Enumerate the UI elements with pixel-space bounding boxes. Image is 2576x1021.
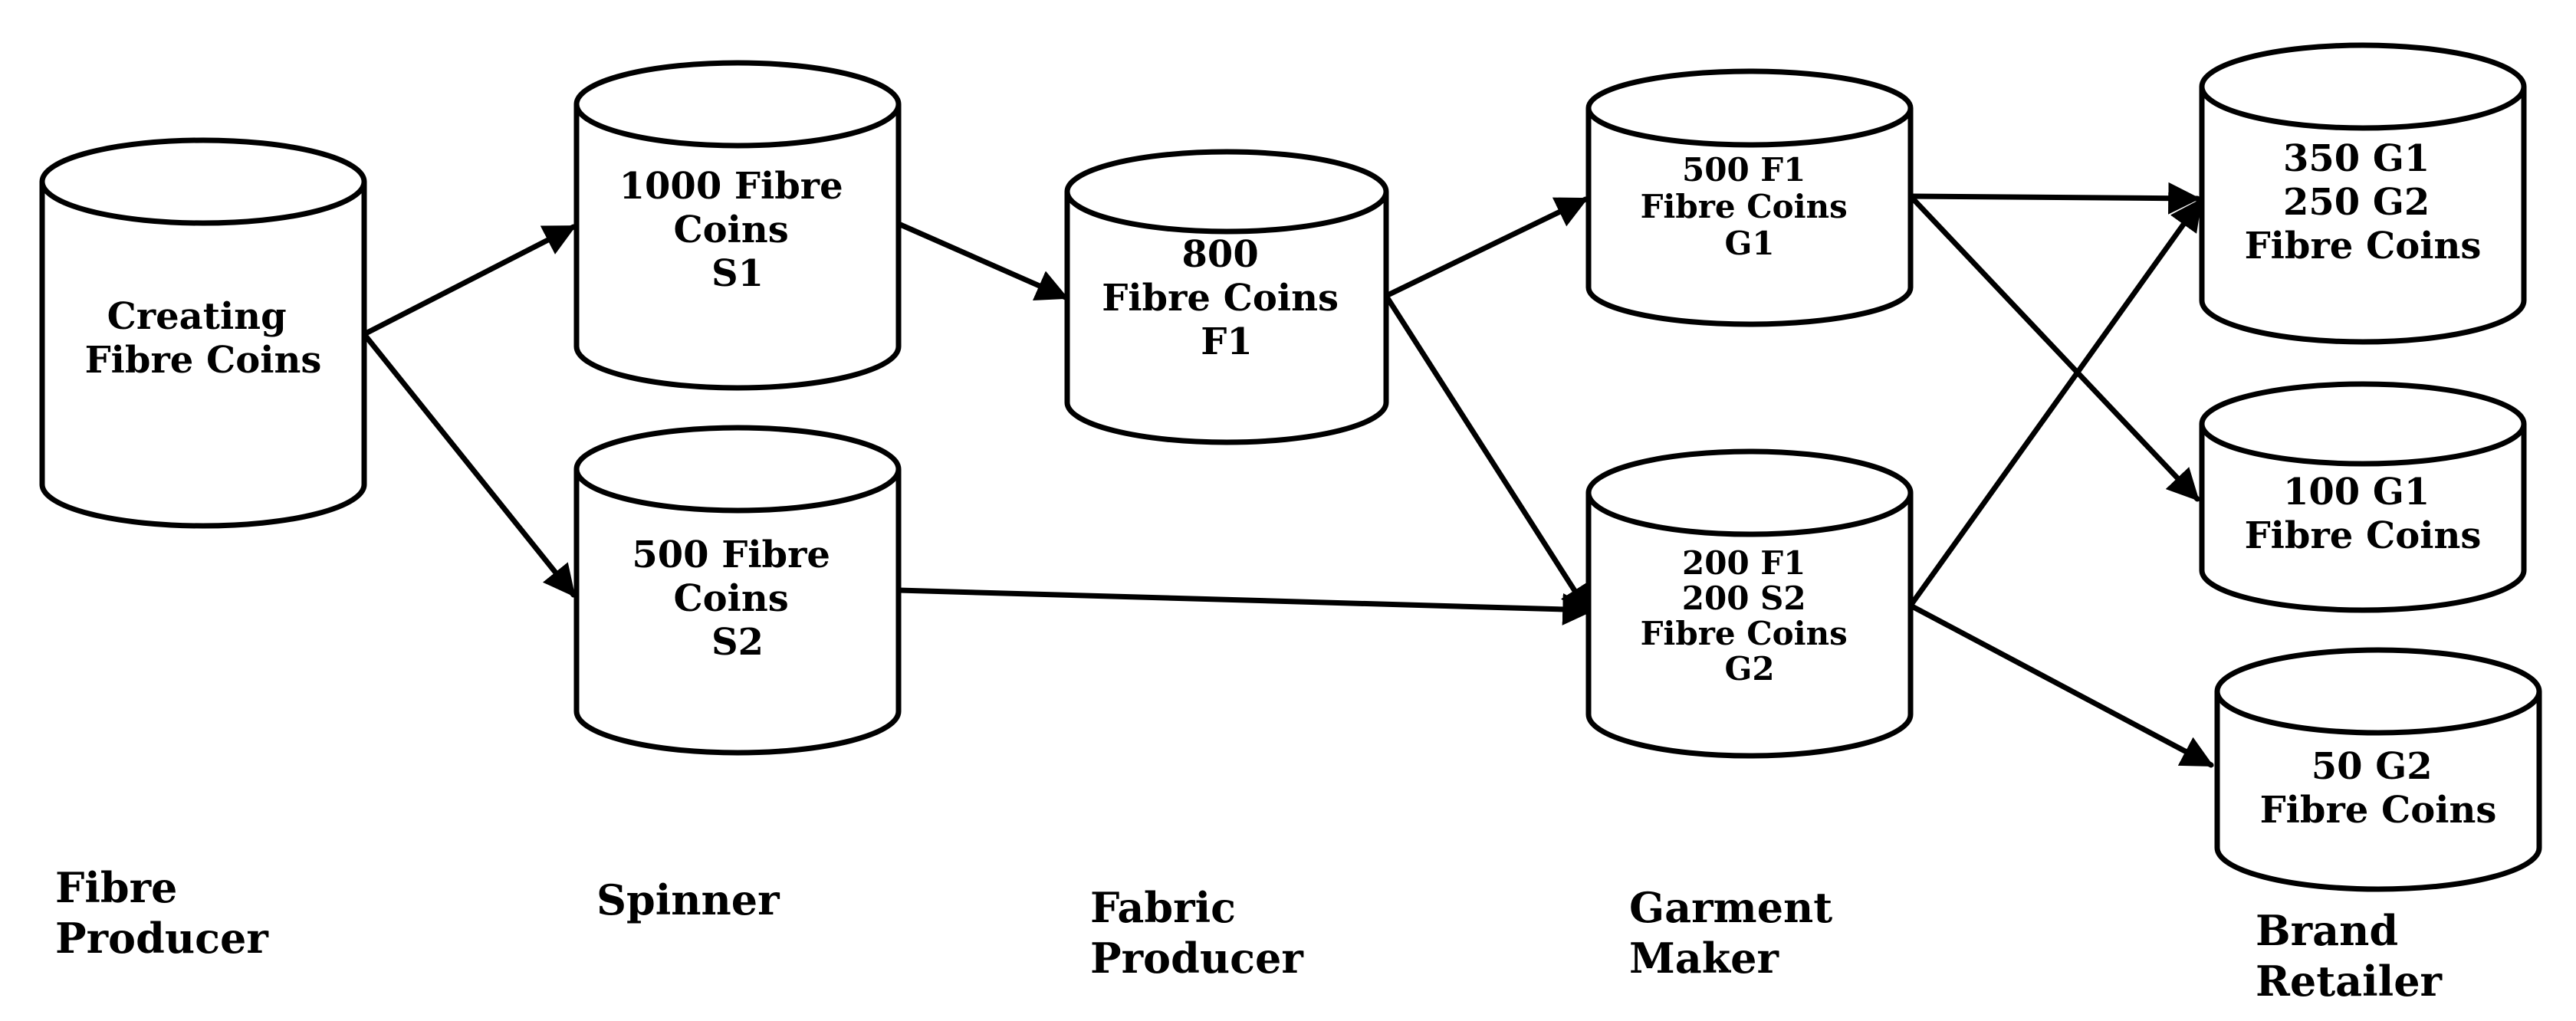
stage-label-line: Maker [1629, 934, 1779, 983]
node-fibre-producer: Creating Fibre Coins [39, 137, 367, 529]
cylinder-top [573, 60, 902, 149]
arrow-garment-g1-to-retailer-2 [1907, 193, 2200, 502]
node-label-line: F1 [1201, 320, 1252, 363]
node-label-line: G1 [1724, 225, 1774, 262]
edges-layer [361, 182, 2214, 768]
node-label-line: Fibre Coins [1641, 615, 1848, 652]
cylinder-body [573, 104, 902, 391]
node-label-line: 100 G1 [2283, 471, 2430, 514]
node-label-line: S1 [711, 252, 764, 295]
stage-label-fabric-producer: Fabric Producer [1090, 882, 1303, 983]
arrow-fabric-f1-to-garment-g1 [1383, 196, 1589, 299]
arrow-spinner-s1-to-fabric-f1 [895, 221, 1069, 300]
node-label-line: Fibre Coins [2245, 225, 2482, 268]
arrow-spinner-s2-to-garment-g2 [895, 587, 1595, 625]
cylinder-top [1585, 68, 1914, 148]
cylinder-body [39, 182, 367, 529]
cylinder-body [2214, 691, 2542, 892]
node-label: Creating Fibre Coins [85, 295, 322, 382]
stage-label-brand-retailer: Brand Retailer [2256, 905, 2442, 1006]
stage-label-line: Retailer [2256, 957, 2442, 1006]
stage-label-garment-maker: Garment Maker [1629, 882, 1832, 983]
node-label-line: Coins [673, 577, 788, 620]
node-label: 100 G1 Fibre Coins [2245, 471, 2482, 557]
arrow-garment-g1-to-retailer-1 [1907, 182, 2201, 215]
node-label-line: 800 [1182, 233, 1259, 276]
cylinder-top [1064, 149, 1389, 235]
node-garment-g2: 200 F1 200 S2 Fibre Coins G2 [1585, 448, 1914, 759]
cylinder-top [1585, 448, 1914, 537]
node-label-line: 350 G1 [2283, 137, 2430, 180]
node-label: 50 G2 Fibre Coins [2260, 745, 2497, 832]
node-label-line: Coins [673, 208, 788, 251]
node-label-line: 200 F1 [1682, 544, 1806, 582]
cylinder-body [2199, 424, 2527, 613]
node-label-line: Fibre Coins [1641, 188, 1848, 225]
node-label-line: 50 G2 [2312, 745, 2433, 788]
node-label-line: 250 G2 [2283, 181, 2430, 224]
stage-label-line: Garment [1629, 883, 1833, 932]
node-label: 350 G1 250 G2 Fibre Coins [2245, 137, 2482, 268]
node-label-line: Creating [107, 295, 287, 338]
cylinder-body [1585, 108, 1914, 327]
arrow-garment-g2-to-retailer-1 [1907, 198, 2203, 609]
node-label: 200 F1 200 S2 Fibre Coins G2 [1641, 544, 1859, 688]
stage-label-fibre-producer: Fibre Producer [55, 862, 268, 964]
node-label-line: 1000 Fibre [619, 165, 843, 208]
node-label-line: Fibre Coins [85, 339, 322, 382]
node-label: 500 Fibre Coins S2 [632, 533, 843, 664]
stage-label-line: Producer [1090, 934, 1303, 983]
node-spinner-s1: 1000 Fibre Coins S1 [573, 60, 902, 391]
stage-label-line: Brand [2256, 906, 2399, 955]
stage-label-line: Producer [55, 914, 268, 963]
cylinder-body [573, 469, 902, 756]
arrow-fabric-f1-to-garment-g2 [1383, 293, 1593, 618]
arrow-garment-g2-to-retailer-3 [1907, 602, 2214, 768]
stage-label-line: Fabric [1090, 883, 1236, 932]
node-retailer-2: 100 G1 Fibre Coins [2199, 381, 2527, 613]
stage-label-spinner: Spinner [596, 875, 780, 925]
node-fabric-f1: 800 Fibre Coins F1 [1064, 149, 1389, 445]
cylinder-top [2199, 42, 2527, 131]
cylinder-top [39, 137, 367, 226]
node-label-line: 200 S2 [1682, 579, 1806, 617]
stage-label-line: Fibre [55, 863, 178, 912]
node-label-line: G2 [1724, 650, 1774, 688]
arrow-fibre-producer-to-spinner-s1 [361, 224, 577, 337]
node-label: 500 F1 Fibre Coins G1 [1641, 151, 1859, 262]
node-spinner-s2: 500 Fibre Coins S2 [573, 425, 902, 756]
arrow-fibre-producer-to-spinner-s2 [361, 331, 577, 598]
cylinder-body [2199, 87, 2527, 345]
cylinder-top [573, 425, 902, 514]
cylinder-body [1064, 192, 1389, 445]
cylinder-body [1585, 493, 1914, 759]
node-label-line: Fibre Coins [2260, 789, 2497, 832]
node-label: 800 Fibre Coins F1 [1102, 233, 1352, 363]
node-label-line: Fibre Coins [1102, 277, 1339, 320]
cylinder-top [2199, 381, 2527, 467]
node-label-line: 500 F1 [1682, 151, 1806, 189]
node-retailer-1: 350 G1 250 G2 Fibre Coins [2199, 42, 2527, 345]
node-label-line: 500 Fibre [632, 533, 830, 576]
node-label-line: S2 [711, 621, 764, 664]
node-garment-g1: 500 F1 Fibre Coins G1 [1585, 68, 1914, 327]
node-label-line: Fibre Coins [2245, 514, 2482, 557]
cylinder-top [2214, 647, 2542, 736]
stage-label-line: Spinner [596, 875, 780, 924]
node-label: 1000 Fibre Coins S1 [619, 165, 856, 295]
node-retailer-3: 50 G2 Fibre Coins [2214, 647, 2542, 892]
